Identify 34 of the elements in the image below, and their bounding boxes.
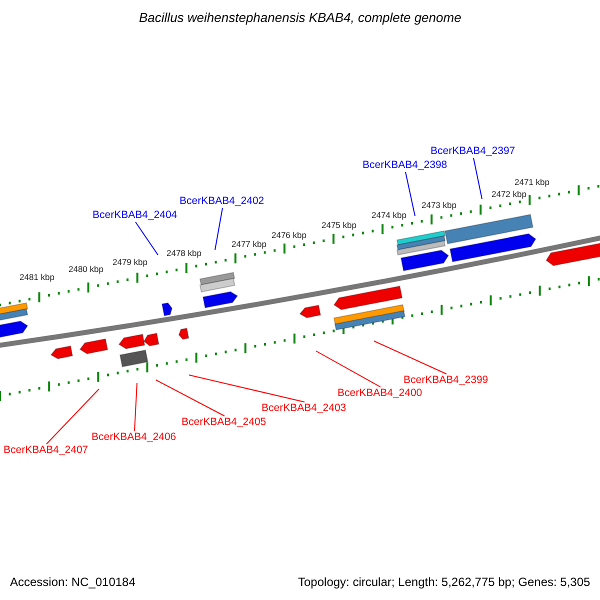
gene-label: BcerKBAB4_2405 [182,417,266,428]
leader-line [473,158,482,200]
scale-label: 2472 kbp [492,190,526,198]
chart-title: Bacillus weihenstephanensis KBAB4, complete genome [139,11,462,24]
gene-label: BcerKBAB4_2404 [92,210,178,220]
gene-label: BcerKBAB4_2399 [404,375,488,386]
gene-label: BcerKBAB4_2398 [362,160,448,170]
scale-label: 2478 kbp [166,249,202,258]
gene-label: BcerKBAB4_2400 [338,388,422,398]
gene-label: BcerKBAB4_2403 [262,403,346,414]
scale-label: 2481 kbp [20,273,54,282]
gene-label: BcerKBAB4_2402 [180,196,264,206]
scale-label: 2475 kbp [322,221,356,230]
leader-line [214,208,223,250]
gene-label: BcerKBAB4_2397 [430,146,516,156]
leader-line [405,172,416,216]
scale-label: 2480 kbp [68,265,104,274]
scale-label: 2479 kbp [112,258,148,266]
scale-label: 2471 kbp [514,178,550,186]
scale-label: 2473 kbp [422,201,456,210]
leader-line [135,222,158,256]
gene-label: BcerKBAB4_2407 [4,445,88,456]
accession-text: Accession: NC_010184 [10,576,136,588]
leader-line [374,340,447,374]
genome-summary-text: Topology: circular; Length: 5,262,775 bp; Genes: 5,305 [298,576,590,588]
gene-label: BcerKBAB4_2406 [92,432,176,442]
leader-line [156,380,225,416]
scale-label: 2474 kbp [372,211,406,220]
scale-label: 2477 kbp [232,240,266,248]
leader-line [316,350,381,388]
leader-line [188,374,305,402]
scale-label: 2476 kbp [272,231,306,240]
leader-line [46,388,100,444]
leader-line [134,382,138,432]
